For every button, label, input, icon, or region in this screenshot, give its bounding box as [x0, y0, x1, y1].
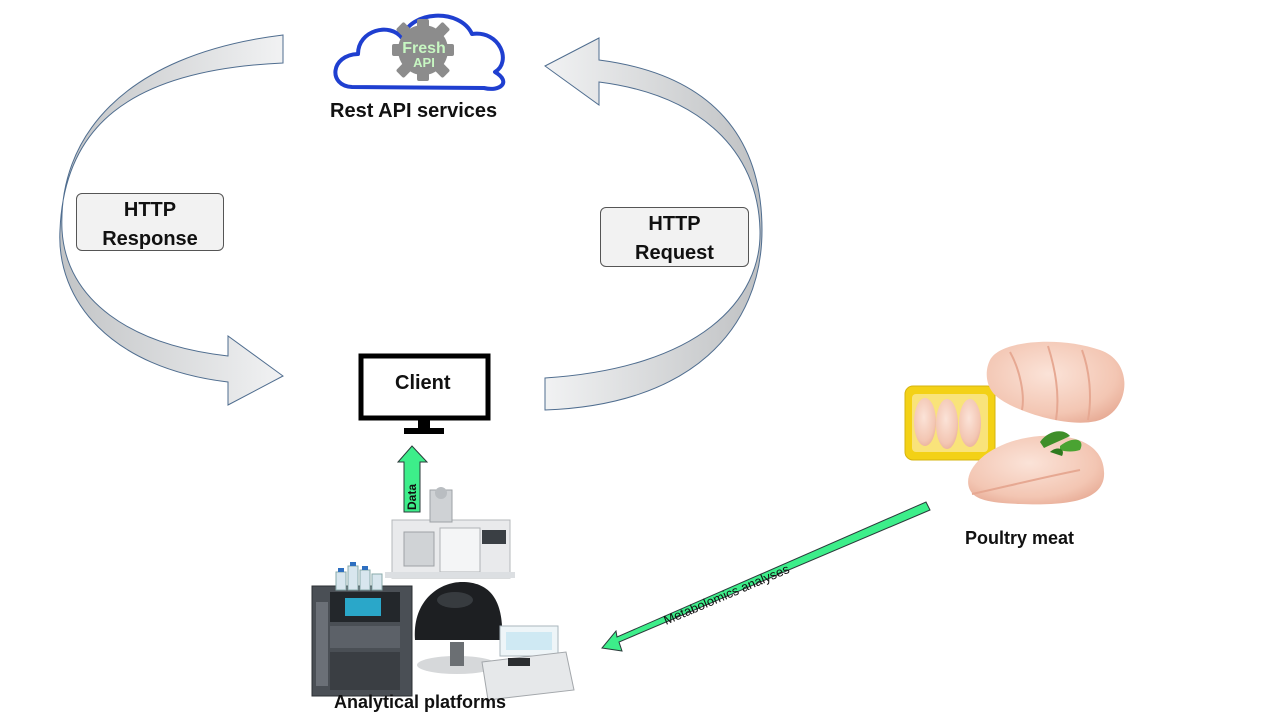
metabolomics-arrow [601, 501, 931, 652]
http-response-line2: Response [102, 228, 198, 250]
gear-icon [392, 19, 454, 81]
logo-text-api: API [413, 55, 435, 70]
http-response-arrow [59, 34, 284, 406]
client-monitor-icon [358, 353, 491, 434]
rest-api-services-label: Rest API services [330, 100, 498, 122]
http-request-line2: Request [635, 242, 714, 264]
http-request-box: HTTP Request [600, 207, 749, 267]
http-request-arrow [544, 37, 763, 411]
lc-system-image [311, 562, 413, 697]
client-label: Client [395, 372, 451, 394]
data-arrow-label: Data [405, 484, 419, 510]
analytical-platforms-label: Analytical platforms [334, 692, 507, 712]
metabolomics-arrow-label: Metabolomics analyses [661, 561, 792, 628]
data-arrow [396, 445, 429, 513]
poultry-meat-label: Poultry meat [965, 528, 1075, 548]
http-request-line1: HTTP [648, 213, 701, 235]
http-response-line1: HTTP [123, 199, 177, 221]
dome-analyser-image [414, 582, 503, 674]
spectrometer-image [481, 625, 575, 701]
gc-instrument-image [385, 487, 515, 579]
poultry-meat-image [904, 341, 1125, 505]
fresh-api-cloud-logo: Fresh API [333, 13, 506, 91]
http-response-box: HTTP Response [76, 193, 224, 251]
logo-text-fresh: Fresh [402, 40, 446, 57]
